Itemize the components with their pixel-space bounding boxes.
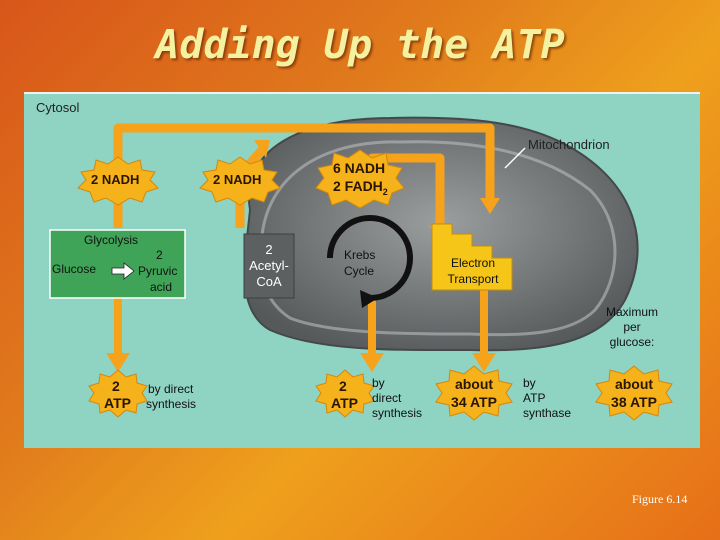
electron-transport-line2: Transport bbox=[447, 272, 499, 286]
atp2-unit: ATP bbox=[331, 395, 358, 411]
nadh-glycolysis-starburst bbox=[77, 156, 159, 206]
atp-krebs-starburst bbox=[315, 369, 375, 418]
electron-transport-stairs bbox=[431, 223, 513, 291]
krebs-label-line2: Cycle bbox=[344, 264, 375, 278]
pyruvic-label-line1: Pyruvic bbox=[138, 264, 178, 278]
nadh-acetyl-starburst bbox=[199, 156, 281, 206]
atp3-line1: about bbox=[454, 376, 494, 392]
acetyl-coa-line3: CoA bbox=[256, 274, 282, 289]
atp-total-starburst bbox=[595, 365, 673, 421]
krebs-label-line1: Krebs bbox=[344, 248, 376, 262]
nadh-krebs-label: 6 NADH bbox=[333, 160, 386, 176]
acetyl-coa-line1: 2 bbox=[265, 242, 273, 257]
atp1-desc-line2: synthesis bbox=[146, 397, 197, 411]
pyruvic-label-line2: acid bbox=[150, 280, 173, 294]
nadh-krebs-starburst bbox=[315, 149, 405, 209]
atp3-desc-line1: by bbox=[523, 376, 536, 390]
cytosol-label: Cytosol bbox=[36, 100, 80, 115]
atp1-desc-line1: by direct bbox=[148, 382, 194, 396]
glucose-to-pyruvate-arrow-icon bbox=[111, 262, 135, 280]
mitochondrion-pointer bbox=[504, 147, 526, 169]
atp2-desc-line2: direct bbox=[372, 391, 402, 405]
krebs-cycle-icon bbox=[327, 215, 413, 308]
atp3-line2: 34 ATP bbox=[451, 394, 497, 410]
pyruvic-count: 2 bbox=[156, 248, 163, 262]
atp-total-line2: 38 ATP bbox=[611, 394, 657, 410]
fadh-krebs-label: 2 FADH2 bbox=[333, 178, 388, 197]
electron-transport-line1: Electron bbox=[450, 256, 496, 270]
acetyl-coa-box bbox=[243, 233, 295, 299]
atp-total-line1: about bbox=[614, 376, 654, 392]
atp3-desc-line3: synthase bbox=[523, 406, 572, 420]
atp3-desc-line2: ATP bbox=[523, 391, 546, 405]
nadh-acetyl-label: 2 NADH bbox=[213, 172, 262, 187]
glycolysis-box bbox=[49, 229, 186, 299]
maximum-label-line3: glucose: bbox=[609, 335, 655, 349]
acetyl-coa-line2: Acetyl- bbox=[249, 258, 289, 273]
figure-reference: Figure 6.14 bbox=[632, 492, 688, 506]
maximum-label-line2: per bbox=[623, 320, 641, 334]
atp2-desc-line3: synthesis bbox=[372, 406, 423, 420]
glucose-label: Glucose bbox=[52, 262, 97, 276]
atp-electron-starburst bbox=[435, 365, 513, 421]
slide-title: Adding Up the ATP bbox=[155, 22, 565, 68]
atp1-unit: ATP bbox=[104, 395, 131, 411]
atp-down-arrows bbox=[106, 275, 496, 372]
glycolysis-title: Glycolysis bbox=[84, 233, 139, 247]
atp2-desc-line1: by bbox=[372, 376, 385, 390]
atp2-num: 2 bbox=[339, 378, 347, 394]
maximum-label-line1: Maximum bbox=[605, 305, 658, 319]
nadh-glycolysis-label: 2 NADH bbox=[91, 172, 140, 187]
atp1-num: 2 bbox=[112, 378, 120, 394]
atp-glycolysis-starburst bbox=[88, 369, 148, 418]
mitochondrion-label: Mitochondrion bbox=[528, 137, 610, 152]
